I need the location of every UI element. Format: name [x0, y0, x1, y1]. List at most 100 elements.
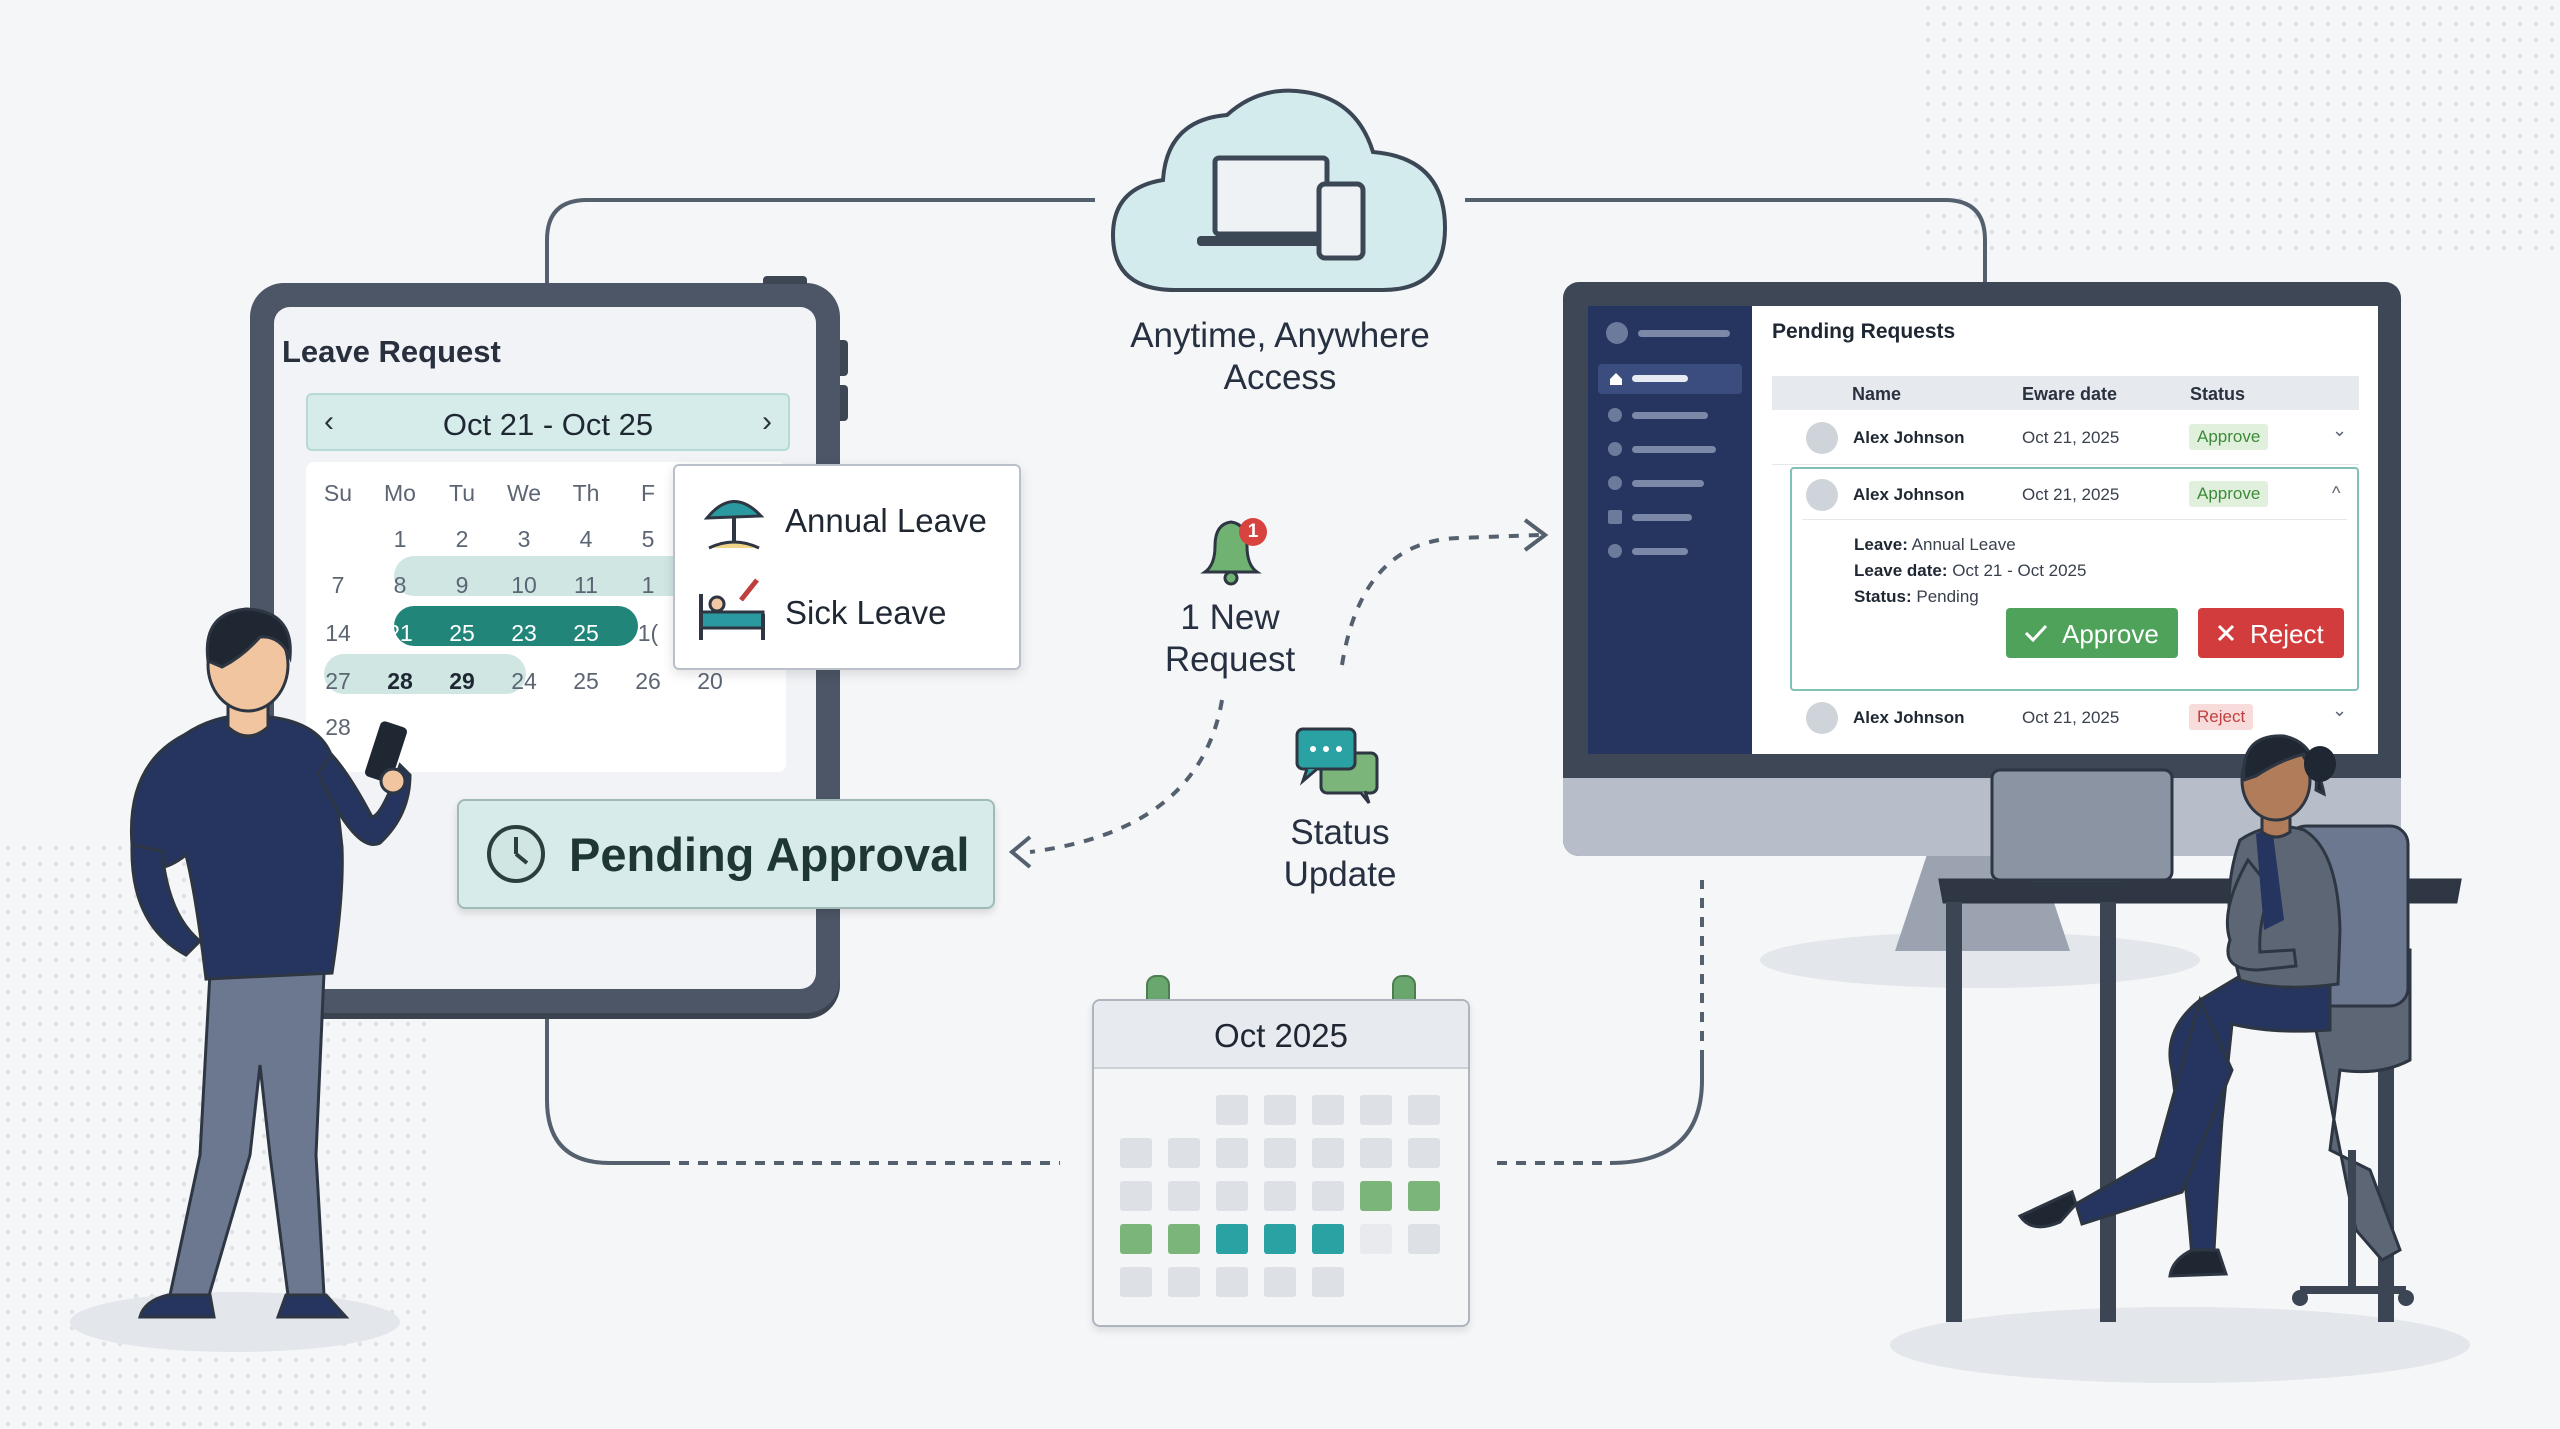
cloud-icon	[1110, 88, 1448, 292]
new-request-label: 1 New Request	[1164, 598, 1296, 679]
day-cell[interactable]: 5	[641, 526, 655, 552]
detail-leave: Leave: Annual Leave	[1854, 535, 2016, 554]
day-cell-selected[interactable]: 23	[511, 620, 537, 646]
reject-button[interactable]: Reject	[2198, 608, 2344, 658]
dropdown-option-sick-leave[interactable]: Sick Leave	[785, 594, 947, 631]
date-range-selector[interactable]: ‹ Oct 21 - Oct 25 ›	[306, 393, 790, 451]
day-cell[interactable]: 25	[573, 668, 599, 694]
clock-icon	[487, 825, 545, 883]
leave-type-dropdown[interactable]: Annual Leave Sick Leave	[673, 464, 1021, 670]
row-name: Alex Johnson	[1853, 428, 1965, 447]
calendar-day	[1264, 1138, 1296, 1168]
day-cell[interactable]: 28	[325, 714, 351, 740]
sidebar-item-label[interactable]	[1632, 446, 1716, 453]
dropdown-option-annual-leave[interactable]: Annual Leave	[785, 502, 987, 539]
row-date: Oct 21, 2025	[2022, 485, 2120, 504]
day-cell[interactable]: 4	[579, 526, 593, 552]
day-cell[interactable]: 8	[393, 572, 407, 598]
chevron-up-icon[interactable]: ^	[2332, 483, 2341, 503]
calendar-day	[1408, 1224, 1440, 1254]
tablet-side-button	[840, 385, 848, 421]
day-cell[interactable]: 7	[331, 572, 345, 598]
users-icon	[1608, 408, 1622, 422]
day-cell[interactable]: 3	[517, 526, 531, 552]
chevron-right-icon[interactable]: ›	[762, 405, 772, 438]
pending-approval-label: Pending Approval	[569, 828, 970, 881]
calendar-day	[1168, 1181, 1200, 1211]
row-date: Oct 21, 2025	[2022, 708, 2120, 727]
calendar-day-leave	[1120, 1224, 1152, 1254]
status-badge: Reject	[2189, 704, 2254, 730]
avatar	[1806, 702, 1838, 734]
avatar	[1806, 479, 1838, 511]
calendar-day	[1408, 1138, 1440, 1168]
day-cell[interactable]: 14	[325, 620, 351, 646]
calendar-day	[1264, 1181, 1296, 1211]
approve-button[interactable]: Approve	[2006, 608, 2178, 658]
weekday-label: Th	[572, 480, 600, 506]
calendar-day-selected	[1312, 1224, 1344, 1254]
leave-request-title: Leave Request	[282, 334, 501, 369]
day-cell[interactable]: 29	[449, 668, 475, 694]
avatar	[1806, 422, 1838, 454]
calendar-day	[1168, 1138, 1200, 1168]
sick-bed-icon	[699, 578, 765, 640]
row-date: Oct 21, 2025	[2022, 428, 2120, 447]
check-icon	[2024, 624, 2048, 643]
calendar-day	[1120, 1138, 1152, 1168]
employee-illustration	[129, 607, 412, 1319]
notification-count-badge: 1	[1247, 521, 1259, 542]
sidebar-item-label[interactable]	[1632, 412, 1708, 419]
day-cell-selected[interactable]: 25	[573, 620, 599, 646]
avatar	[1606, 322, 1628, 344]
day-cell[interactable]: 24	[511, 668, 537, 694]
day-cell[interactable]: 2	[455, 526, 469, 552]
calendar-day	[1312, 1138, 1344, 1168]
calendar-day	[1360, 1095, 1392, 1125]
sidebar-item-label[interactable]	[1632, 548, 1688, 555]
day-cell[interactable]: 1	[641, 572, 655, 598]
day-cell[interactable]: 1	[393, 526, 407, 552]
day-cell[interactable]: 20	[697, 668, 723, 694]
calendar-day	[1216, 1181, 1248, 1211]
month-calendar: Oct 2025	[1092, 999, 1470, 1327]
day-cell[interactable]: 11	[574, 572, 598, 598]
month-calendar-header: Oct 2025	[1094, 1001, 1468, 1069]
day-cell[interactable]: 9	[455, 572, 469, 598]
sidebar-item-label[interactable]	[1632, 514, 1692, 521]
calendar-day	[1168, 1267, 1200, 1297]
admin-dashboard: Pending Requests Name Eware date Status …	[1588, 306, 2378, 754]
day-cell-selected[interactable]: 21	[387, 620, 413, 646]
chevron-down-icon[interactable]: ⌄	[2332, 420, 2348, 440]
laptop-icon	[1197, 155, 1345, 246]
sidebar-item-label[interactable]	[1632, 480, 1704, 487]
day-cell[interactable]: 26	[635, 668, 661, 694]
chevron-left-icon[interactable]: ‹	[324, 405, 334, 438]
beach-umbrella-icon	[703, 500, 765, 550]
calendar-day	[1312, 1095, 1344, 1125]
column-header-date[interactable]: Eware date	[2022, 384, 2118, 404]
selected-range-highlight	[394, 606, 638, 646]
day-cell[interactable]: 27	[325, 668, 351, 694]
chevron-down-icon[interactable]: ⌄	[2332, 700, 2348, 720]
calendar-day-leave	[1360, 1181, 1392, 1211]
chat-icon	[1295, 727, 1379, 804]
day-cell[interactable]: 1(	[637, 620, 659, 646]
weekday-label: Tu	[449, 480, 475, 506]
table-row[interactable]	[1772, 412, 2359, 465]
divider	[1802, 519, 2347, 520]
detail-status: Status: Pending	[1854, 587, 1979, 606]
gear-icon	[1608, 544, 1622, 558]
cloud-caption: Anytime, Anywhere Access	[1130, 316, 1430, 397]
table-header: Name Eware date Status	[1772, 376, 2359, 410]
reject-button-label: Reject	[2250, 619, 2324, 649]
column-header-name[interactable]: Name	[1852, 384, 1902, 404]
day-cell[interactable]: 10	[511, 572, 537, 598]
column-header-status[interactable]: Status	[2190, 384, 2246, 404]
bell-icon	[1200, 518, 1267, 586]
range-highlight	[324, 654, 526, 694]
day-cell-selected[interactable]: 25	[449, 620, 475, 646]
manager-illustration	[1938, 734, 2462, 1322]
sidebar-item-label	[1632, 375, 1688, 382]
day-cell[interactable]: 28	[387, 668, 413, 694]
